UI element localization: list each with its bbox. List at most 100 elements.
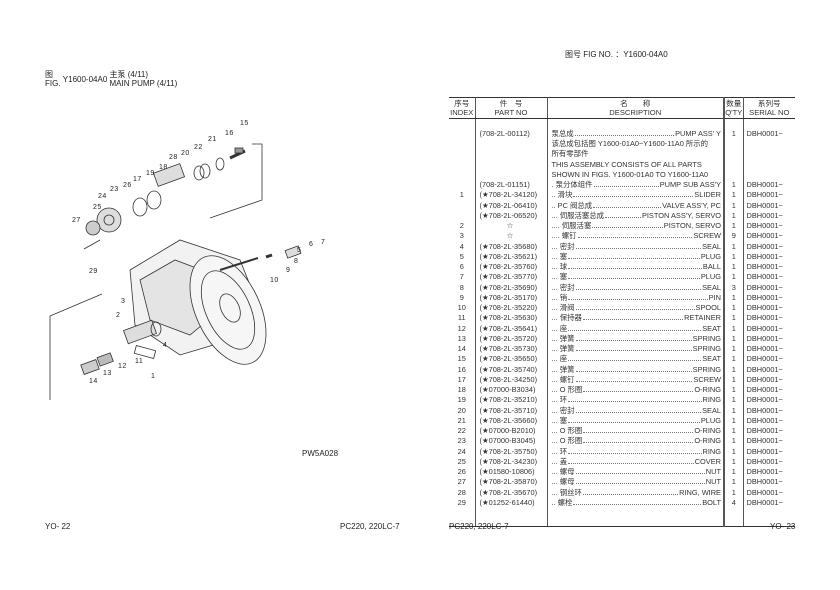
row-index: 24 xyxy=(449,446,476,457)
row-qty: 1 xyxy=(724,221,744,232)
callout-number: 14 xyxy=(89,378,98,385)
row-part-no: (★708-2L-35650) xyxy=(475,354,548,365)
row-qty: 1 xyxy=(724,446,744,457)
row-serial: DBH0001~ xyxy=(746,221,783,230)
callout-number: 9 xyxy=(286,267,291,274)
row-index: 10 xyxy=(449,303,476,314)
row-serial: DBH0001~ xyxy=(746,292,783,302)
row-index: 17 xyxy=(449,374,476,385)
callout-number: 2 xyxy=(116,312,121,319)
row-qty: 1 xyxy=(724,477,744,488)
row-qty: 1 xyxy=(724,180,744,191)
right-page-number: YO- 23 xyxy=(770,522,796,531)
callout-number: 10 xyxy=(270,277,279,284)
row-qty: 1 xyxy=(724,200,744,211)
row-index: 12 xyxy=(449,323,476,334)
left-model: PC220, 220LC-7 xyxy=(340,522,400,531)
callout-number: 7 xyxy=(321,239,326,246)
row-part-no: (★708-2L-35641) xyxy=(475,323,548,334)
row-serial: DBH0001~ xyxy=(746,282,783,292)
callout-number: 16 xyxy=(225,130,234,137)
callout-number: 21 xyxy=(208,136,217,143)
row-qty: 1 xyxy=(724,292,744,303)
callout-number: 24 xyxy=(98,193,107,200)
row-serial: DBH0001~ xyxy=(746,333,783,343)
row-part-no: (★708-2L-35680) xyxy=(475,241,548,252)
fig-number: Y1600-04A0 xyxy=(62,74,108,84)
row-serial: DBH0001~ xyxy=(746,180,783,189)
row-serial: DBH0001~ xyxy=(746,272,783,282)
row-qty: 1 xyxy=(724,456,744,467)
row-part-no: (★01252-61440) xyxy=(475,497,548,508)
row-qty: 1 xyxy=(724,210,744,221)
drawing-code: PW5A028 xyxy=(302,449,339,458)
row-qty: 3 xyxy=(724,282,744,293)
callout-number: 25 xyxy=(93,204,102,211)
row-serial: DBH0001~ xyxy=(746,251,783,261)
row-index: 6 xyxy=(449,262,476,273)
row-part-no: (★708-2L-35170) xyxy=(475,292,548,303)
fig-label-en: FIG. xyxy=(45,79,61,88)
callout-number: 20 xyxy=(181,150,190,157)
row-qty: 1 xyxy=(724,303,744,314)
callout-number: 22 xyxy=(194,144,203,151)
row-serial: DBH0001~ xyxy=(746,497,783,507)
row-serial: DBH0001~ xyxy=(746,456,783,466)
assembly-note: SHOWN IN FIGS. Y1600-01A0 TO Y1600-11A0 xyxy=(547,169,725,180)
row-qty: 1 xyxy=(724,364,744,375)
row-qty: 1 xyxy=(724,426,744,437)
row-serial: DBH0001~ xyxy=(746,354,783,364)
row-index xyxy=(449,200,476,211)
row-serial: DBH0001~ xyxy=(746,190,783,200)
row-index: 5 xyxy=(449,251,476,262)
row-serial: DBH0001~ xyxy=(746,385,783,394)
row-qty: 9 xyxy=(724,231,744,242)
row-index: 23 xyxy=(449,436,476,447)
row-serial: DBH0001~ xyxy=(746,323,783,333)
row-qty: 1 xyxy=(724,436,744,447)
callout-number: 13 xyxy=(103,370,112,377)
row-part-no: (★708-2L-35730) xyxy=(475,344,548,355)
row-qty: 1 xyxy=(724,313,744,324)
assembly-note: 该总成包括图 Y1600-01A0~Y1600-11A0 所示的 xyxy=(547,139,725,150)
row-index: 18 xyxy=(449,385,476,396)
row-index: 28 xyxy=(449,487,476,498)
row-part-no: (★708-2L-35630) xyxy=(475,313,548,324)
row-qty: 1 xyxy=(724,415,744,426)
fig-label-cn: 图 xyxy=(45,70,53,79)
callout-number: 15 xyxy=(240,120,249,127)
row-serial: DBH0001~ xyxy=(746,344,783,353)
